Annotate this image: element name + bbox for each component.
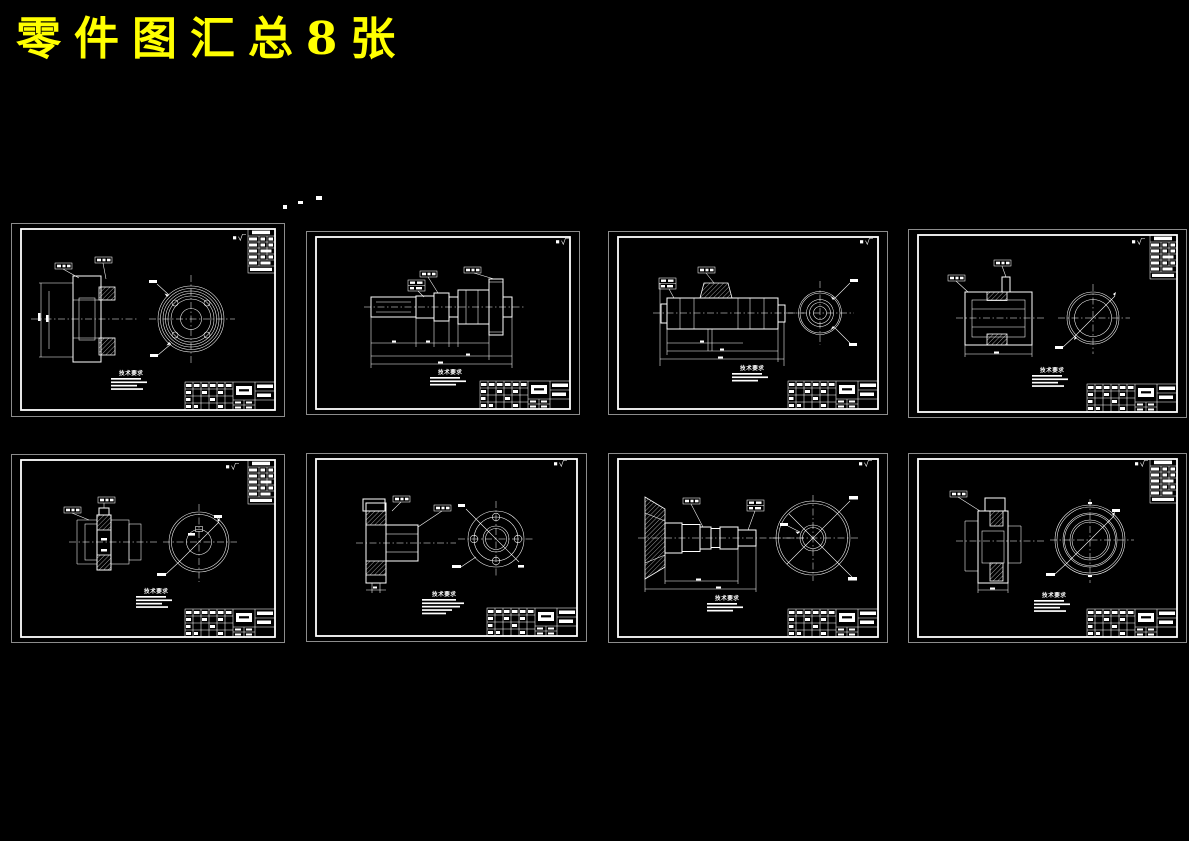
border-frame [306,231,580,415]
shaft-side-view [364,266,524,368]
sheet-6-bearing-flange-drawing[interactable]: 技术要求 [306,453,587,642]
svg-text:技术要求: 技术要求 [432,590,456,598]
title-block [1086,608,1178,638]
front-view [1046,499,1134,583]
sheet-2-stepped-shaft-drawing[interactable]: 技术要求 [306,231,580,415]
border-frame [608,231,888,415]
stray-mark [283,205,287,209]
tech-requirements: 技术要求 [707,594,743,612]
shaft-section-view [653,266,804,366]
gear-parameter-table [1149,234,1178,280]
svg-text:技术要求: 技术要求 [1040,366,1064,374]
svg-text:技术要求: 技术要求 [438,368,462,376]
section-view [947,259,1044,357]
title-block [1086,383,1178,413]
front-view [452,501,534,577]
title-block [486,607,578,637]
tech-requirements: 技术要求 [422,590,464,615]
roughness-mark [1134,460,1149,467]
svg-text:技术要求: 技术要求 [715,594,739,602]
sheet-5-keyed-gear-drawing[interactable]: 技术要求 [11,454,285,643]
sheet-3-worm-shaft-drawing[interactable]: 技术要求 [608,231,888,415]
tech-requirements: 技术要求 [1032,366,1068,387]
sheet-7-bevel-gear-shaft-drawing[interactable]: 技术要求 [608,453,888,643]
svg-text:技术要求: 技术要求 [119,369,143,377]
tech-requirements: 技术要求 [430,368,466,386]
section-view [949,490,1046,593]
section-view [356,495,456,593]
svg-text:技术要求: 技术要求 [144,587,168,595]
end-view [786,279,858,346]
sheet-8-gear-blank-drawing[interactable]: 技术要求 [908,453,1187,643]
roughness-mark [232,234,247,241]
section-view [63,496,157,571]
title-block [787,608,879,638]
section-view [31,256,137,363]
roughness-mark [553,460,568,467]
tech-requirements: 技术要求 [732,364,768,382]
stray-mark [316,196,322,200]
front-view [1055,284,1130,354]
svg-text:技术要求: 技术要求 [1042,591,1066,599]
border-frame [11,454,285,643]
roughness-mark [1131,238,1146,245]
tech-requirements: 技术要求 [111,369,147,390]
border-frame [908,453,1187,643]
roughness-mark [555,238,570,245]
title-block [184,608,276,638]
title-block [184,381,276,411]
roughness-mark [858,460,873,467]
tech-requirements: 技术要求 [136,587,172,608]
title-block [787,380,879,410]
wheel-end-view [770,495,858,581]
sheet-4-gear-hub-drawing[interactable]: 技术要求 [908,229,1187,418]
title-block [479,380,571,410]
border-frame [608,453,888,643]
front-view [157,504,237,582]
gear-parameter-table [247,459,276,505]
roughness-mark [225,463,240,470]
svg-text:技术要求: 技术要求 [740,364,764,372]
gear-parameter-table [1149,458,1178,504]
roughness-mark [859,238,874,245]
stray-mark [298,201,303,204]
border-frame [11,223,285,417]
page-title: 零件图汇总8张 [16,12,409,65]
gear-parameter-table [247,228,276,274]
shaft-side-view [638,496,804,592]
border-frame [306,453,587,642]
sheet-1-ring-gear-drawing[interactable]: 技术要求 [11,223,285,417]
front-view [149,275,235,365]
tech-requirements: 技术要求 [1034,591,1070,612]
border-frame [908,229,1187,418]
